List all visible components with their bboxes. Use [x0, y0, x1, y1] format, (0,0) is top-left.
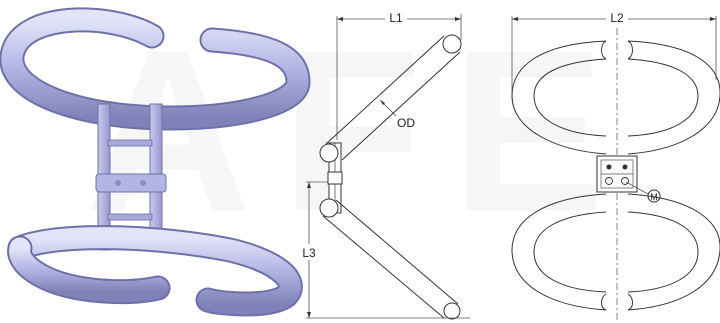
l2-label: L2: [610, 11, 624, 25]
od-label: OD: [397, 116, 415, 130]
l1-label: L1: [389, 11, 403, 25]
watermark: AFE: [85, 2, 635, 259]
svg-text:AFE: AFE: [85, 2, 635, 259]
l3-label: L3: [302, 246, 316, 260]
side-view: L1 OD L3: [298, 11, 470, 320]
front-view: L2 M: [511, 11, 720, 320]
callout-leader: [625, 181, 649, 195]
iso-view: [0, 7, 311, 317]
